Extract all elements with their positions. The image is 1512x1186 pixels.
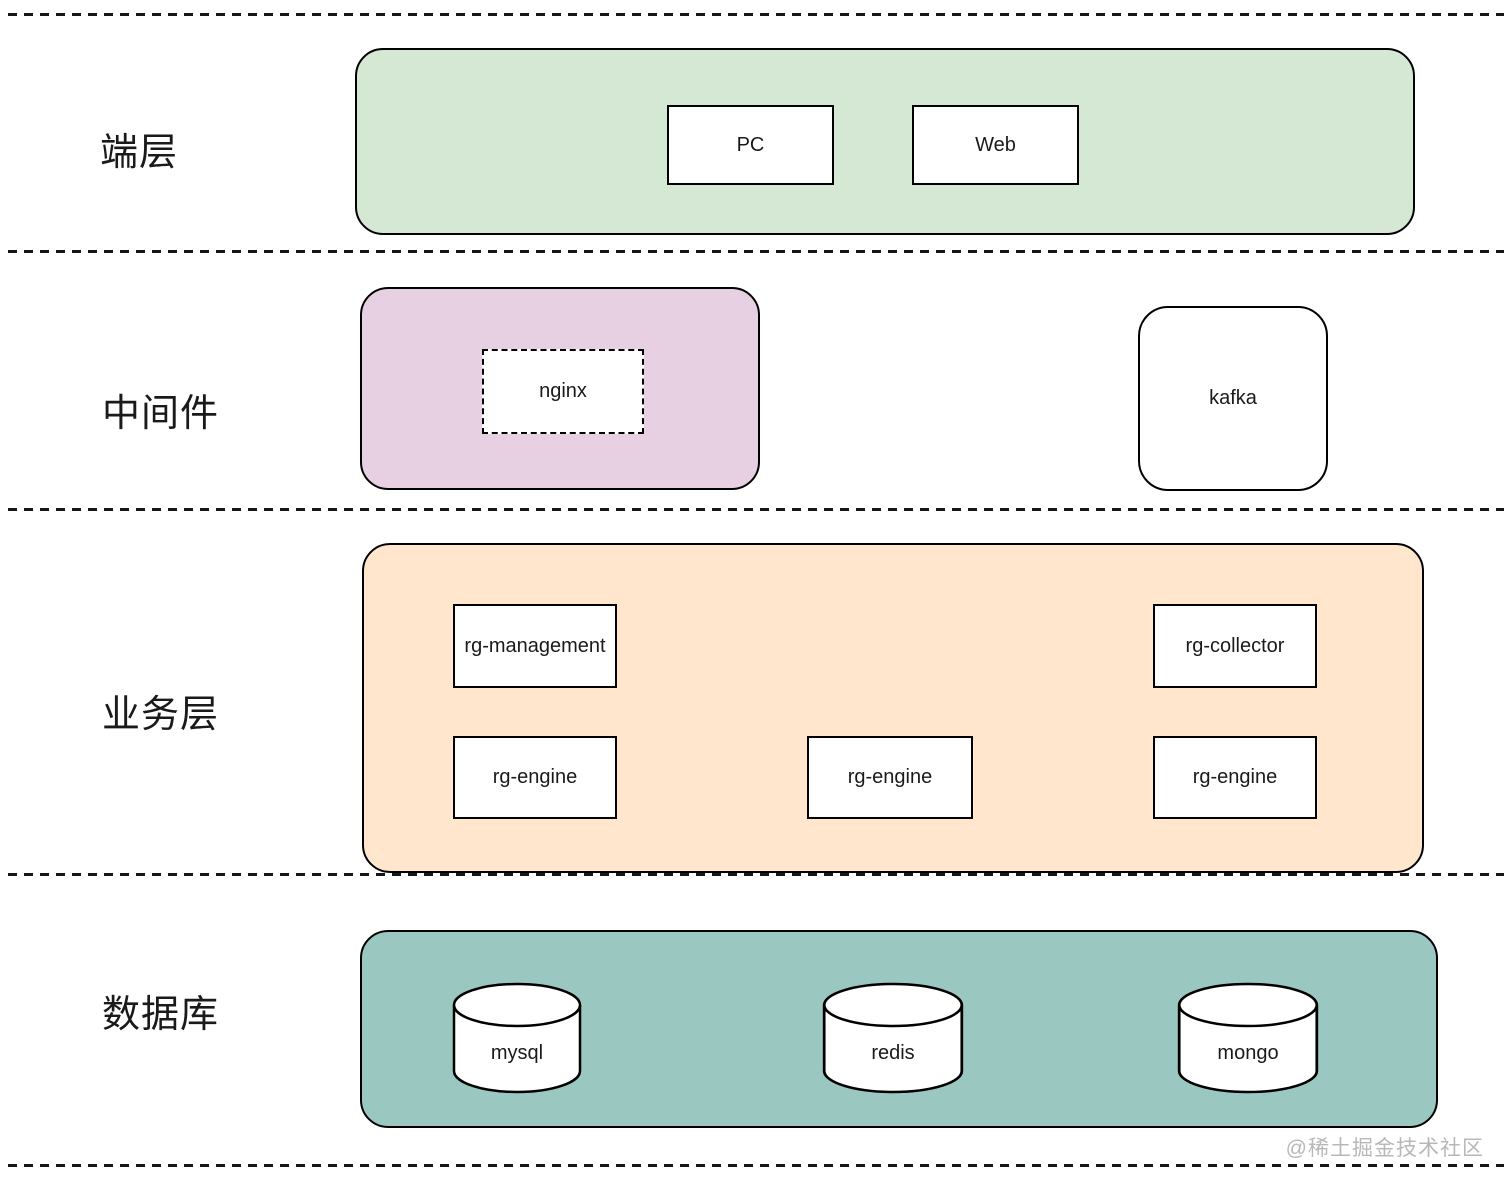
dashed-separator-middleware-business [8, 508, 1504, 511]
dashed-separator-business-database [8, 873, 1504, 876]
dashed-separator-bottom [8, 1164, 1504, 1167]
node-rg-engine-left: rg-engine [453, 736, 617, 819]
client-layer-band: PC Web [355, 48, 1415, 235]
node-rg-engine-right-label: rg-engine [1192, 766, 1278, 788]
node-web: Web [912, 105, 1079, 185]
node-rg-engine-middle: rg-engine [807, 736, 973, 819]
dashed-separator-client-middleware [8, 250, 1504, 253]
redis-label: redis [871, 1042, 915, 1065]
layer-label-database: 数据库 [102, 994, 220, 1036]
node-nginx-label: nginx [539, 380, 587, 402]
node-kafka-label: kafka [1209, 387, 1257, 409]
juejin-watermark: @稀土掘金技术社区 [1285, 1137, 1484, 1160]
database-layer-band: mysql redis mongo [360, 930, 1438, 1128]
redis-cylinder: redis [822, 982, 964, 1094]
mysql-label: mysql [490, 1042, 544, 1065]
business-layer-band: rg-management rg-collector rg-engine rg-… [362, 543, 1424, 873]
node-rg-management: rg-management [453, 604, 617, 688]
layer-label-middleware: 中间件 [102, 393, 220, 435]
node-kafka: kafka [1138, 306, 1328, 491]
middleware-layer-band: nginx [360, 287, 760, 490]
mongo-cylinder: mongo [1177, 982, 1319, 1094]
node-nginx: nginx [482, 349, 644, 434]
node-rg-engine-left-label: rg-engine [492, 766, 578, 788]
node-rg-engine-middle-label: rg-engine [847, 766, 933, 788]
node-rg-collector-label: rg-collector [1185, 634, 1285, 657]
node-pc: PC [667, 105, 834, 185]
database-cylinder-icon [452, 982, 582, 1094]
node-pc-label: PC [736, 133, 765, 156]
mongo-label: mongo [1217, 1042, 1279, 1065]
layer-label-client: 端层 [100, 132, 179, 174]
database-cylinder-icon [1177, 982, 1319, 1094]
node-web-label: Web [975, 133, 1016, 156]
node-rg-engine-right: rg-engine [1153, 736, 1317, 819]
dashed-separator-top [8, 13, 1504, 16]
mysql-cylinder: mysql [452, 982, 582, 1094]
node-rg-collector: rg-collector [1153, 604, 1317, 688]
database-cylinder-icon [822, 982, 964, 1094]
node-rg-management-label: rg-management [464, 634, 606, 657]
layer-label-business: 业务层 [102, 694, 220, 736]
